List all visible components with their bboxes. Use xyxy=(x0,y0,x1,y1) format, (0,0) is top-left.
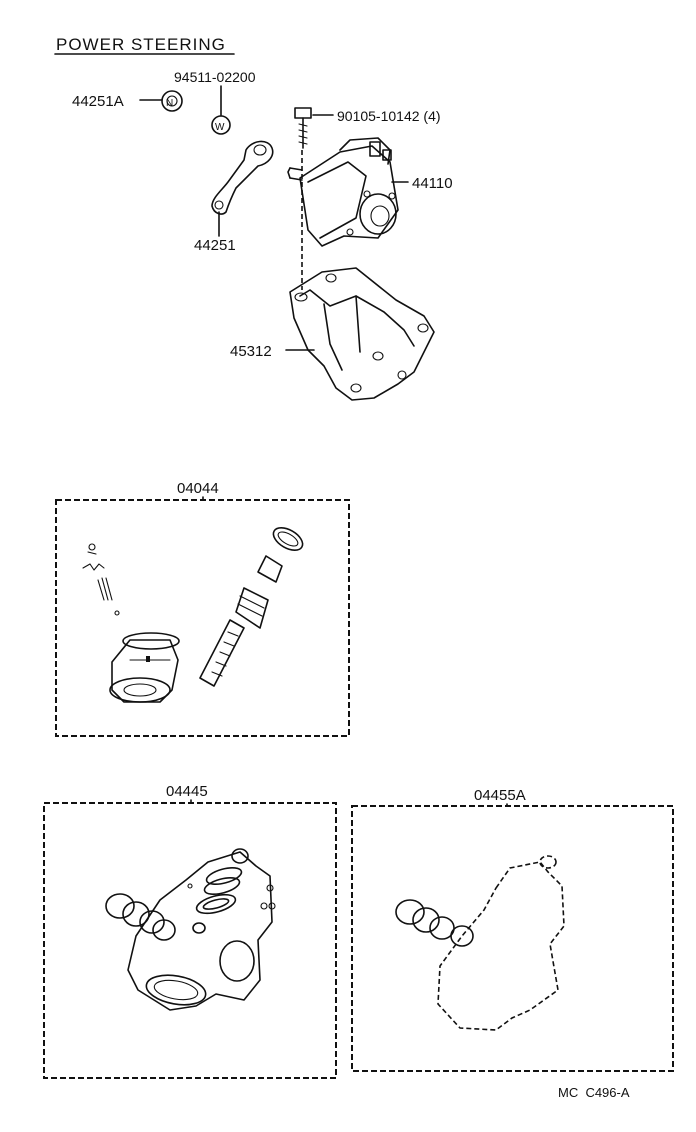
svg-text:N: N xyxy=(166,98,173,109)
gear-assembly-drawing xyxy=(287,137,399,247)
kit-box-04455a xyxy=(351,805,674,1072)
kit-box-04445 xyxy=(43,802,337,1079)
bolt-drawing xyxy=(294,107,312,149)
kit-04445-seals-drawing xyxy=(105,848,276,1011)
part-label-pitman-arm: 44251 xyxy=(194,237,236,254)
kit-04044-valve-body-drawing xyxy=(109,632,180,703)
kit-04044-shaft-drawing xyxy=(199,527,304,687)
kit-box-04044 xyxy=(55,499,350,737)
part-label-adjust-nut: 44251A xyxy=(72,93,124,110)
part-label-washer: 94511-02200 xyxy=(174,69,256,85)
pitman-arm-drawing xyxy=(211,140,274,215)
part-label-bracket: 45312 xyxy=(230,343,272,360)
part-label-gear-assembly: 44110 xyxy=(412,175,453,192)
part-label-bolt: 90105-10142 (4) xyxy=(337,108,441,124)
kit-label-04445: 04445 xyxy=(166,783,208,800)
kit-04455a-seals-drawing xyxy=(395,855,565,1031)
kit-label-04455a: 04455A xyxy=(474,787,526,804)
adjust-nut-drawing: N xyxy=(161,90,183,112)
bracket-drawing xyxy=(289,267,435,401)
washer-drawing: W xyxy=(211,115,231,135)
diagram-title: POWER STEERING xyxy=(56,35,226,54)
diagram-reference-code: MC C496-A xyxy=(558,1085,630,1100)
kit-04044-small-parts-drawing xyxy=(82,543,120,616)
svg-text:W: W xyxy=(215,122,225,133)
kit-label-04044: 04044 xyxy=(177,480,219,497)
